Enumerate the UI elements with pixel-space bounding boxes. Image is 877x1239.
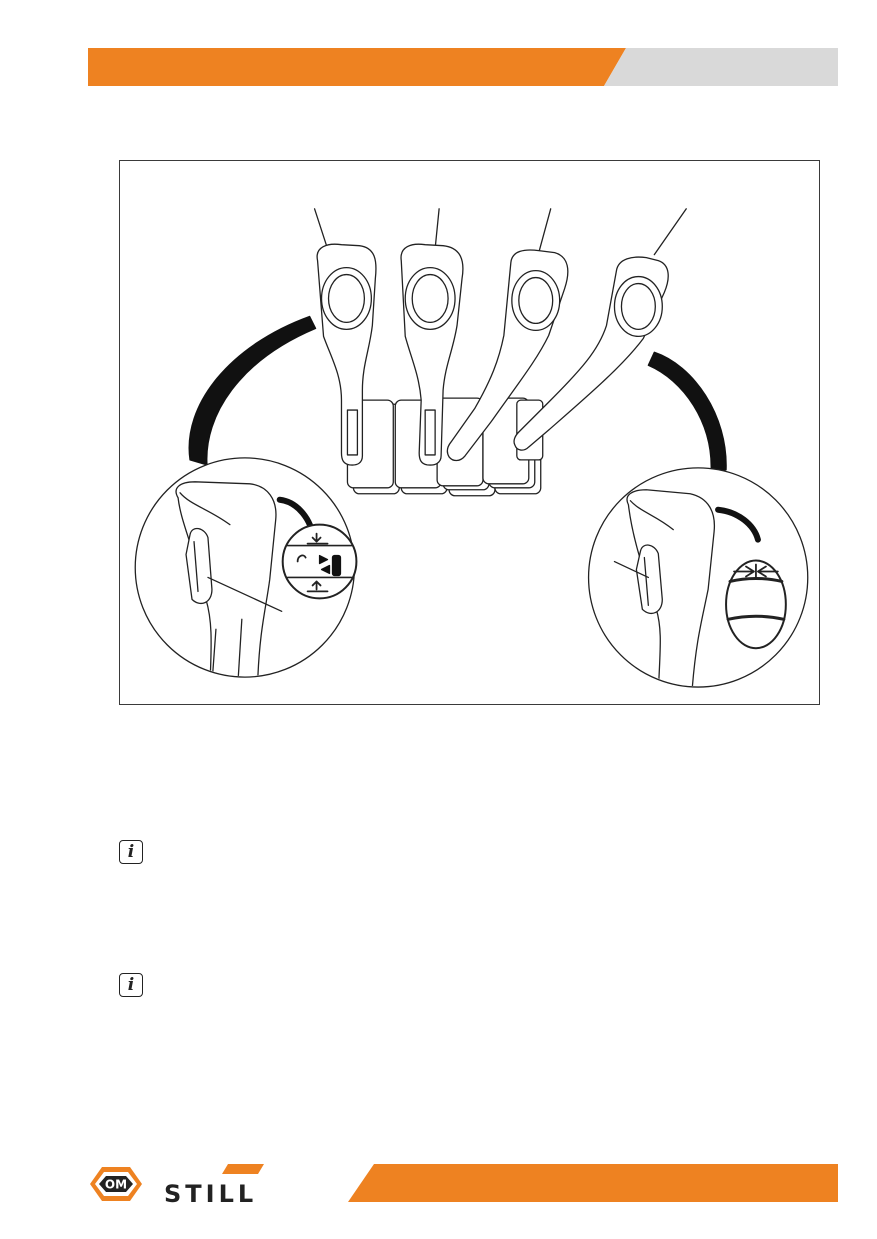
lever-gate bbox=[346, 397, 544, 497]
connector-arc-right bbox=[647, 351, 727, 473]
om-logo: OM bbox=[90, 1167, 142, 1201]
callout-line-4 bbox=[653, 208, 687, 256]
lever-handle-2[interactable] bbox=[400, 243, 464, 466]
info-icon: i bbox=[119, 840, 143, 864]
figure-frame bbox=[119, 160, 820, 705]
still-logo-accent bbox=[222, 1164, 264, 1174]
callout-line-1 bbox=[313, 208, 329, 250]
om-logo-text: OM bbox=[105, 1178, 127, 1192]
lever-handle-3[interactable] bbox=[446, 249, 569, 462]
footer-band bbox=[348, 1164, 838, 1202]
connector-arc-left bbox=[188, 315, 317, 466]
callout-line-2 bbox=[434, 208, 440, 250]
still-logo-text: STILL bbox=[164, 1180, 257, 1204]
callout-line-3 bbox=[538, 208, 552, 254]
clamp-symbol-icon bbox=[725, 559, 787, 650]
detail-circle-right bbox=[587, 467, 809, 688]
lever-handle-4[interactable] bbox=[513, 256, 669, 451]
thumb-button-left bbox=[185, 527, 213, 605]
lever-illustration bbox=[134, 208, 809, 688]
header-band-orange bbox=[88, 48, 626, 86]
detail-circle-left bbox=[134, 457, 358, 678]
callout-line-right bbox=[613, 560, 649, 579]
still-logo: STILL bbox=[164, 1164, 264, 1204]
header-band bbox=[88, 48, 838, 86]
info-icon: i bbox=[119, 973, 143, 997]
header-band-grey bbox=[604, 48, 838, 86]
lever-handle-1[interactable] bbox=[316, 243, 377, 466]
callout-line-left bbox=[207, 576, 283, 612]
thumb-button-right bbox=[635, 544, 663, 615]
